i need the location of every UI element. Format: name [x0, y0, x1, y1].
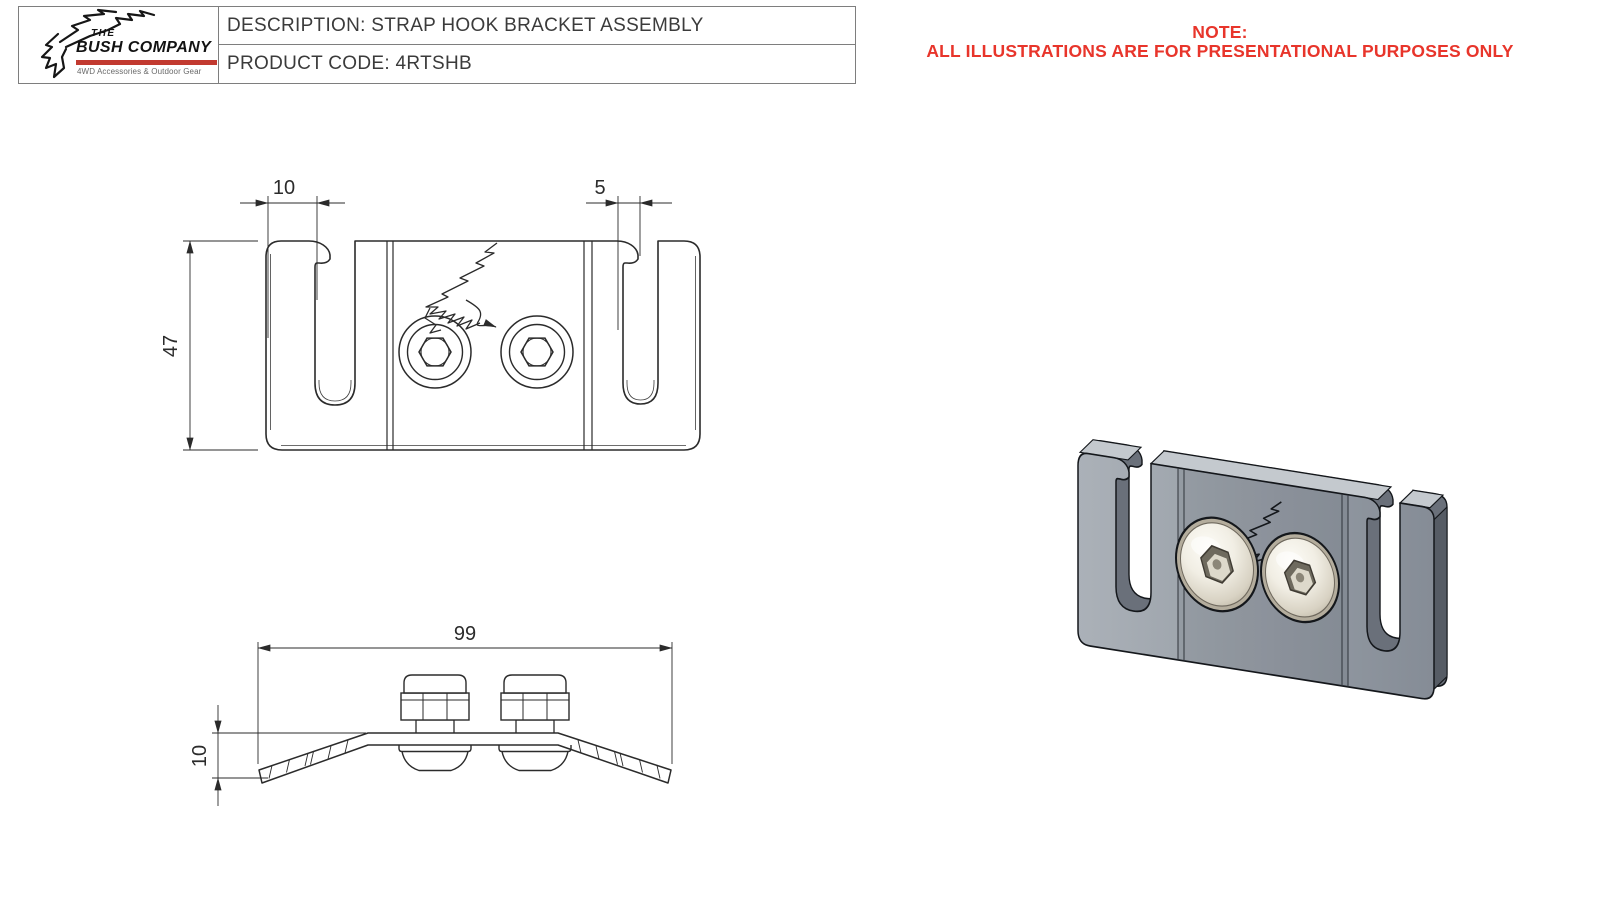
description-cell: DESCRIPTION: STRAP HOOK BRACKET ASSEMBLY	[219, 7, 855, 45]
dim-left-hook	[240, 196, 345, 338]
bracket-front-outline	[265, 240, 701, 451]
logo-word-company: BUSH COMPANY	[76, 39, 212, 56]
dim-label-47: 47	[160, 335, 182, 357]
dim-label-10-side: 10	[189, 745, 211, 767]
iso-bolt-right-icon	[1260, 531, 1340, 624]
kudu-antler-logo-icon	[40, 8, 156, 79]
logo-tagline: 4WD Accessories & Outdoor Gear	[77, 67, 202, 76]
bolt-head-left-icon	[398, 315, 472, 389]
front-view-drawing: 10 5 47	[160, 177, 701, 451]
dim-right-slot	[586, 196, 672, 330]
iso-top-faces	[1078, 439, 1445, 509]
title-block-text-cells: DESCRIPTION: STRAP HOOK BRACKET ASSEMBLY…	[219, 7, 855, 83]
profile-view-drawing: 99 10	[189, 623, 673, 806]
logo-red-bar	[76, 60, 217, 65]
iso-render	[1077, 439, 1448, 700]
company-logo: THE BUSH COMPANY 4WD Accessories & Outdo…	[19, 7, 219, 83]
dim-wing-drop	[212, 705, 366, 806]
edge-accent-lines	[270, 254, 696, 446]
bolt-head-right-icon	[500, 315, 574, 389]
dim-overall-width	[257, 642, 673, 764]
antler-engraving-icon	[424, 242, 498, 334]
dome-bolt-left-icon	[398, 745, 472, 772]
bracket-profile-outline	[258, 732, 672, 784]
bend-lines	[386, 241, 593, 450]
dim-label-5: 5	[594, 177, 605, 199]
iso-right-side-face	[1433, 505, 1448, 691]
dim-label-99: 99	[454, 623, 476, 645]
iso-bolt-left-icon	[1175, 516, 1259, 613]
note-line-2: ALL ILLUSTRATIONS ARE FOR PRESENTATIONAL…	[926, 41, 1514, 61]
nut-left-icon	[400, 674, 470, 733]
nut-right-icon	[500, 674, 570, 733]
dim-height	[183, 240, 258, 451]
product-code-cell: PRODUCT CODE: 4RTSHB	[227, 53, 472, 74]
iso-bracket	[1077, 439, 1448, 700]
dim-label-10-top: 10	[273, 177, 295, 199]
wing-tick-marks	[268, 739, 661, 779]
presentational-note: NOTE: ALL ILLUSTRATIONS ARE FOR PRESENTA…	[900, 23, 1540, 61]
note-line-1: NOTE:	[1192, 22, 1248, 42]
logo-word-the: THE	[91, 28, 116, 39]
title-block: THE BUSH COMPANY 4WD Accessories & Outdo…	[18, 6, 856, 84]
dome-bolt-right-icon	[498, 745, 572, 772]
